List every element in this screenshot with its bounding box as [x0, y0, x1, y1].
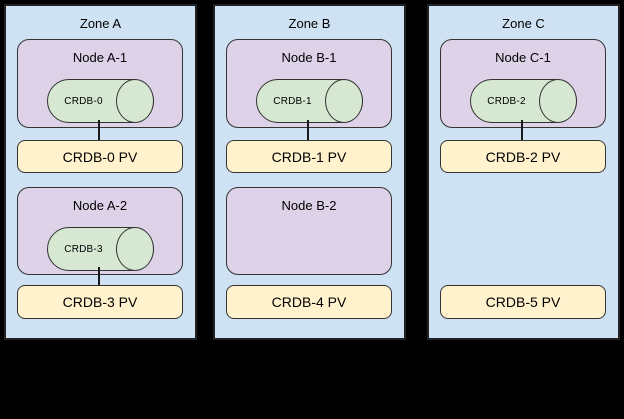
pv-crdb-3-box: CRDB-3 PV	[17, 285, 183, 319]
pv-crdb-3-label: CRDB-3 PV	[62, 294, 138, 310]
node-b-1-box: Node B-1 CRDB-1	[226, 39, 392, 128]
zone-b-box: Zone B Node B-1 CRDB-1 CRDB-1 PV Node B-…	[213, 4, 406, 340]
node-b-2-box: Node B-2	[226, 187, 392, 275]
zone-c-box: Zone C Node C-1 CRDB-2 CRDB-2 PV CRDB-5 …	[427, 4, 620, 340]
connector-crdb-1	[307, 120, 309, 140]
connector-crdb-0	[98, 120, 100, 140]
node-c-1-label: Node C-1	[495, 50, 551, 65]
disk-crdb-2: CRDB-2	[470, 79, 577, 123]
disk-crdb-1-label: CRDB-1	[273, 95, 312, 107]
disk-crdb-3: CRDB-3	[47, 227, 154, 271]
zone-a-box: Zone A Node A-1 CRDB-0 CRDB-0 PV Node A-…	[4, 4, 197, 340]
node-a-1-box: Node A-1 CRDB-0	[17, 39, 183, 128]
node-a-2-box: Node A-2 CRDB-3	[17, 187, 183, 275]
pv-crdb-2-box: CRDB-2 PV	[440, 140, 606, 173]
connector-crdb-3	[98, 267, 100, 285]
cylinder-cap-icon	[539, 79, 577, 123]
disk-crdb-2-label: CRDB-2	[487, 95, 526, 107]
node-b-1-label: Node B-1	[281, 50, 337, 65]
disk-crdb-3-label: CRDB-3	[64, 243, 103, 255]
disk-crdb-1: CRDB-1	[256, 79, 363, 123]
pv-crdb-1-label: CRDB-1 PV	[271, 148, 347, 165]
node-b-2-label: Node B-2	[281, 198, 337, 213]
pv-crdb-4-box: CRDB-4 PV	[226, 285, 392, 319]
zone-a-label: Zone A	[79, 16, 122, 31]
cylinder-cap-icon	[116, 79, 154, 123]
node-a-2-label: Node A-2	[72, 198, 128, 213]
disk-crdb-0-label: CRDB-0	[64, 95, 103, 107]
pv-crdb-1-box: CRDB-1 PV	[226, 140, 392, 173]
zone-c-label: Zone C	[502, 16, 545, 31]
pv-crdb-2-label: CRDB-2 PV	[485, 148, 561, 165]
zone-b-label: Zone B	[288, 16, 331, 31]
node-a-1-label: Node A-1	[72, 50, 128, 65]
node-c-1-box: Node C-1 CRDB-2	[440, 39, 606, 128]
pv-crdb-4-label: CRDB-4 PV	[271, 294, 347, 310]
disk-crdb-0: CRDB-0	[47, 79, 154, 123]
pv-crdb-5-box: CRDB-5 PV	[440, 285, 606, 319]
pv-crdb-5-label: CRDB-5 PV	[485, 294, 561, 310]
cylinder-cap-icon	[116, 227, 154, 271]
pv-crdb-0-label: CRDB-0 PV	[62, 148, 138, 165]
connector-crdb-2	[521, 120, 523, 140]
pv-crdb-0-box: CRDB-0 PV	[17, 140, 183, 173]
cylinder-cap-icon	[325, 79, 363, 123]
